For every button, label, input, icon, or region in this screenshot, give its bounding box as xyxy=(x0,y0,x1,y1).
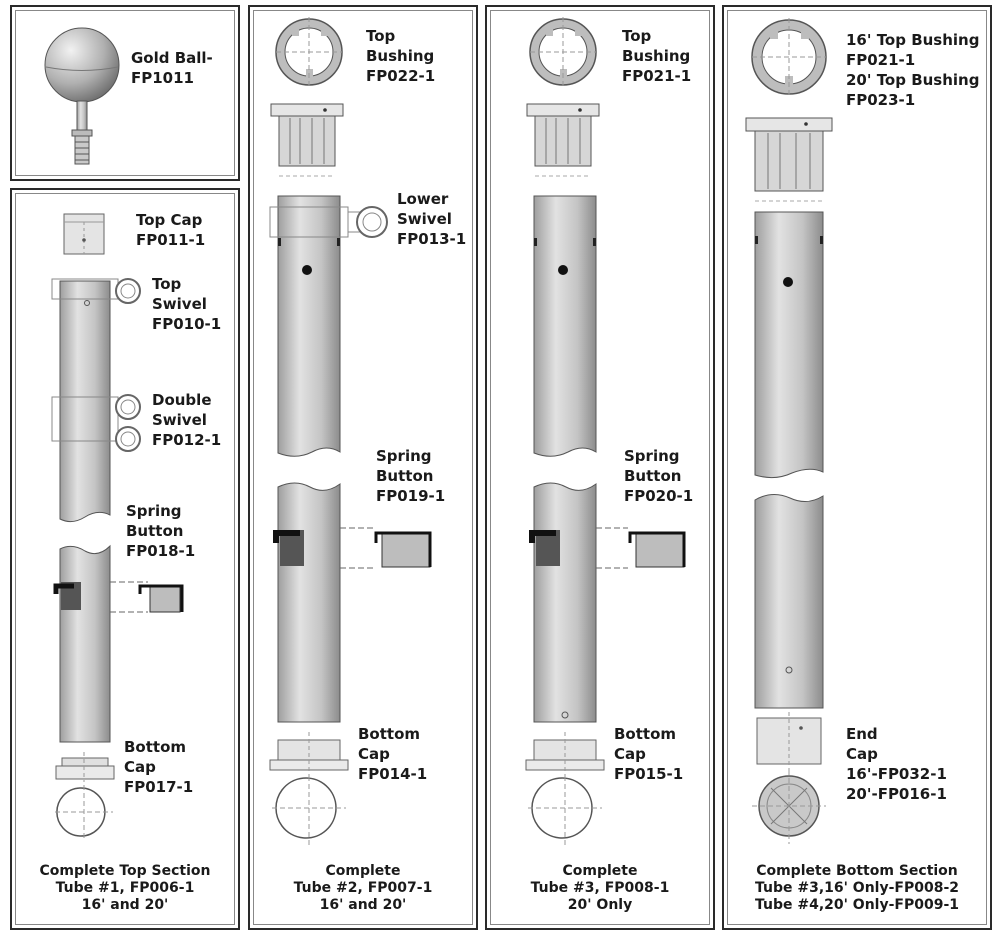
tube-1-lower-drawing xyxy=(53,544,184,743)
bottom-cap-fp014-drawing xyxy=(269,732,349,845)
caption-top-section: Complete Top Section Tube #1, FP006-1 16… xyxy=(39,863,211,913)
panel-tube-3 xyxy=(485,5,715,930)
gold-ball-drawing xyxy=(44,27,120,165)
tube-2-bushing-insert-drawing xyxy=(270,103,344,177)
label-end-cap: End Cap 16'-FP032-1 20'-FP016-1 xyxy=(846,725,947,803)
panel-gold-ball xyxy=(10,5,240,181)
label-top-bushing-fp021: Top Bushing FP021-1 xyxy=(622,27,692,85)
label-top-swivel: Top Swivel FP010-1 xyxy=(152,275,222,333)
panel-top-section xyxy=(10,188,240,930)
label-spring-button-fp020: Spring Button FP020-1 xyxy=(624,447,694,505)
bottom-cap-fp015-drawing xyxy=(525,732,605,845)
tube-3-lower-drawing xyxy=(529,482,686,723)
label-bottom-cap-fp014: Bottom Cap FP014-1 xyxy=(358,725,428,783)
tube-bottom-upper-drawing xyxy=(754,211,824,479)
tube-bottom-bushing-insert-drawing xyxy=(745,117,833,202)
tube-2-upper-drawing xyxy=(269,195,388,457)
label-gold-ball: Gold Ball- FP1011 xyxy=(131,49,213,87)
label-double-swivel: Double Swivel FP012-1 xyxy=(152,391,222,449)
label-lower-swivel: Lower Swivel FP013-1 xyxy=(397,190,467,248)
label-top-bushing-fp022: Top Bushing FP022-1 xyxy=(366,27,436,85)
bottom-cap-fp017-drawing xyxy=(55,752,115,840)
caption-tube-3: Complete Tube #3, FP008-1 20' Only xyxy=(530,863,670,913)
tube-1-upper-drawing xyxy=(51,278,141,523)
label-bottom-cap-fp015: Bottom Cap FP015-1 xyxy=(614,725,684,783)
top-bushing-fp022-drawing xyxy=(275,17,343,88)
label-top-bushing-16-20: 16' Top Bushing FP021-1 20' Top Bushing … xyxy=(846,31,980,109)
label-spring-button-fp019: Spring Button FP019-1 xyxy=(376,447,446,505)
label-spring-button-fp018: Spring Button FP018-1 xyxy=(126,502,196,560)
tube-3-bushing-insert-drawing xyxy=(526,103,600,177)
caption-tube-2: Complete Tube #2, FP007-1 16' and 20' xyxy=(293,863,433,913)
end-cap-drawing xyxy=(752,712,826,844)
top-cap-drawing xyxy=(63,213,105,255)
caption-bottom-section: Complete Bottom Section Tube #3,16' Only… xyxy=(754,863,959,913)
top-bushing-16-20-drawing xyxy=(751,18,827,96)
tube-bottom-lower-drawing xyxy=(754,494,824,709)
label-top-cap: Top Cap FP011-1 xyxy=(136,211,206,249)
tube-3-upper-drawing xyxy=(533,195,597,457)
tube-2-lower-drawing xyxy=(273,482,432,723)
label-bottom-cap-fp017: Bottom Cap FP017-1 xyxy=(124,738,194,796)
top-bushing-fp021-drawing xyxy=(529,17,597,88)
